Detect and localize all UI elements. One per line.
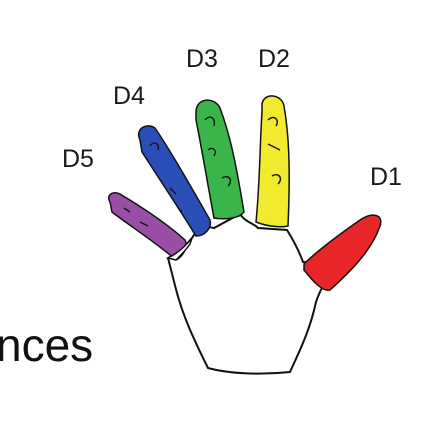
label-d3: D3 — [186, 47, 218, 72]
label-d1: D1 — [370, 165, 402, 190]
label-d5: D5 — [62, 147, 94, 172]
label-d4: D4 — [113, 84, 145, 109]
finger-d2 — [256, 96, 289, 227]
background-slide-text: nces — [0, 322, 93, 368]
label-d2: D2 — [258, 47, 290, 72]
hand-palm-outline — [168, 214, 334, 374]
finger-d3 — [196, 100, 244, 219]
finger-d1 — [304, 215, 381, 290]
